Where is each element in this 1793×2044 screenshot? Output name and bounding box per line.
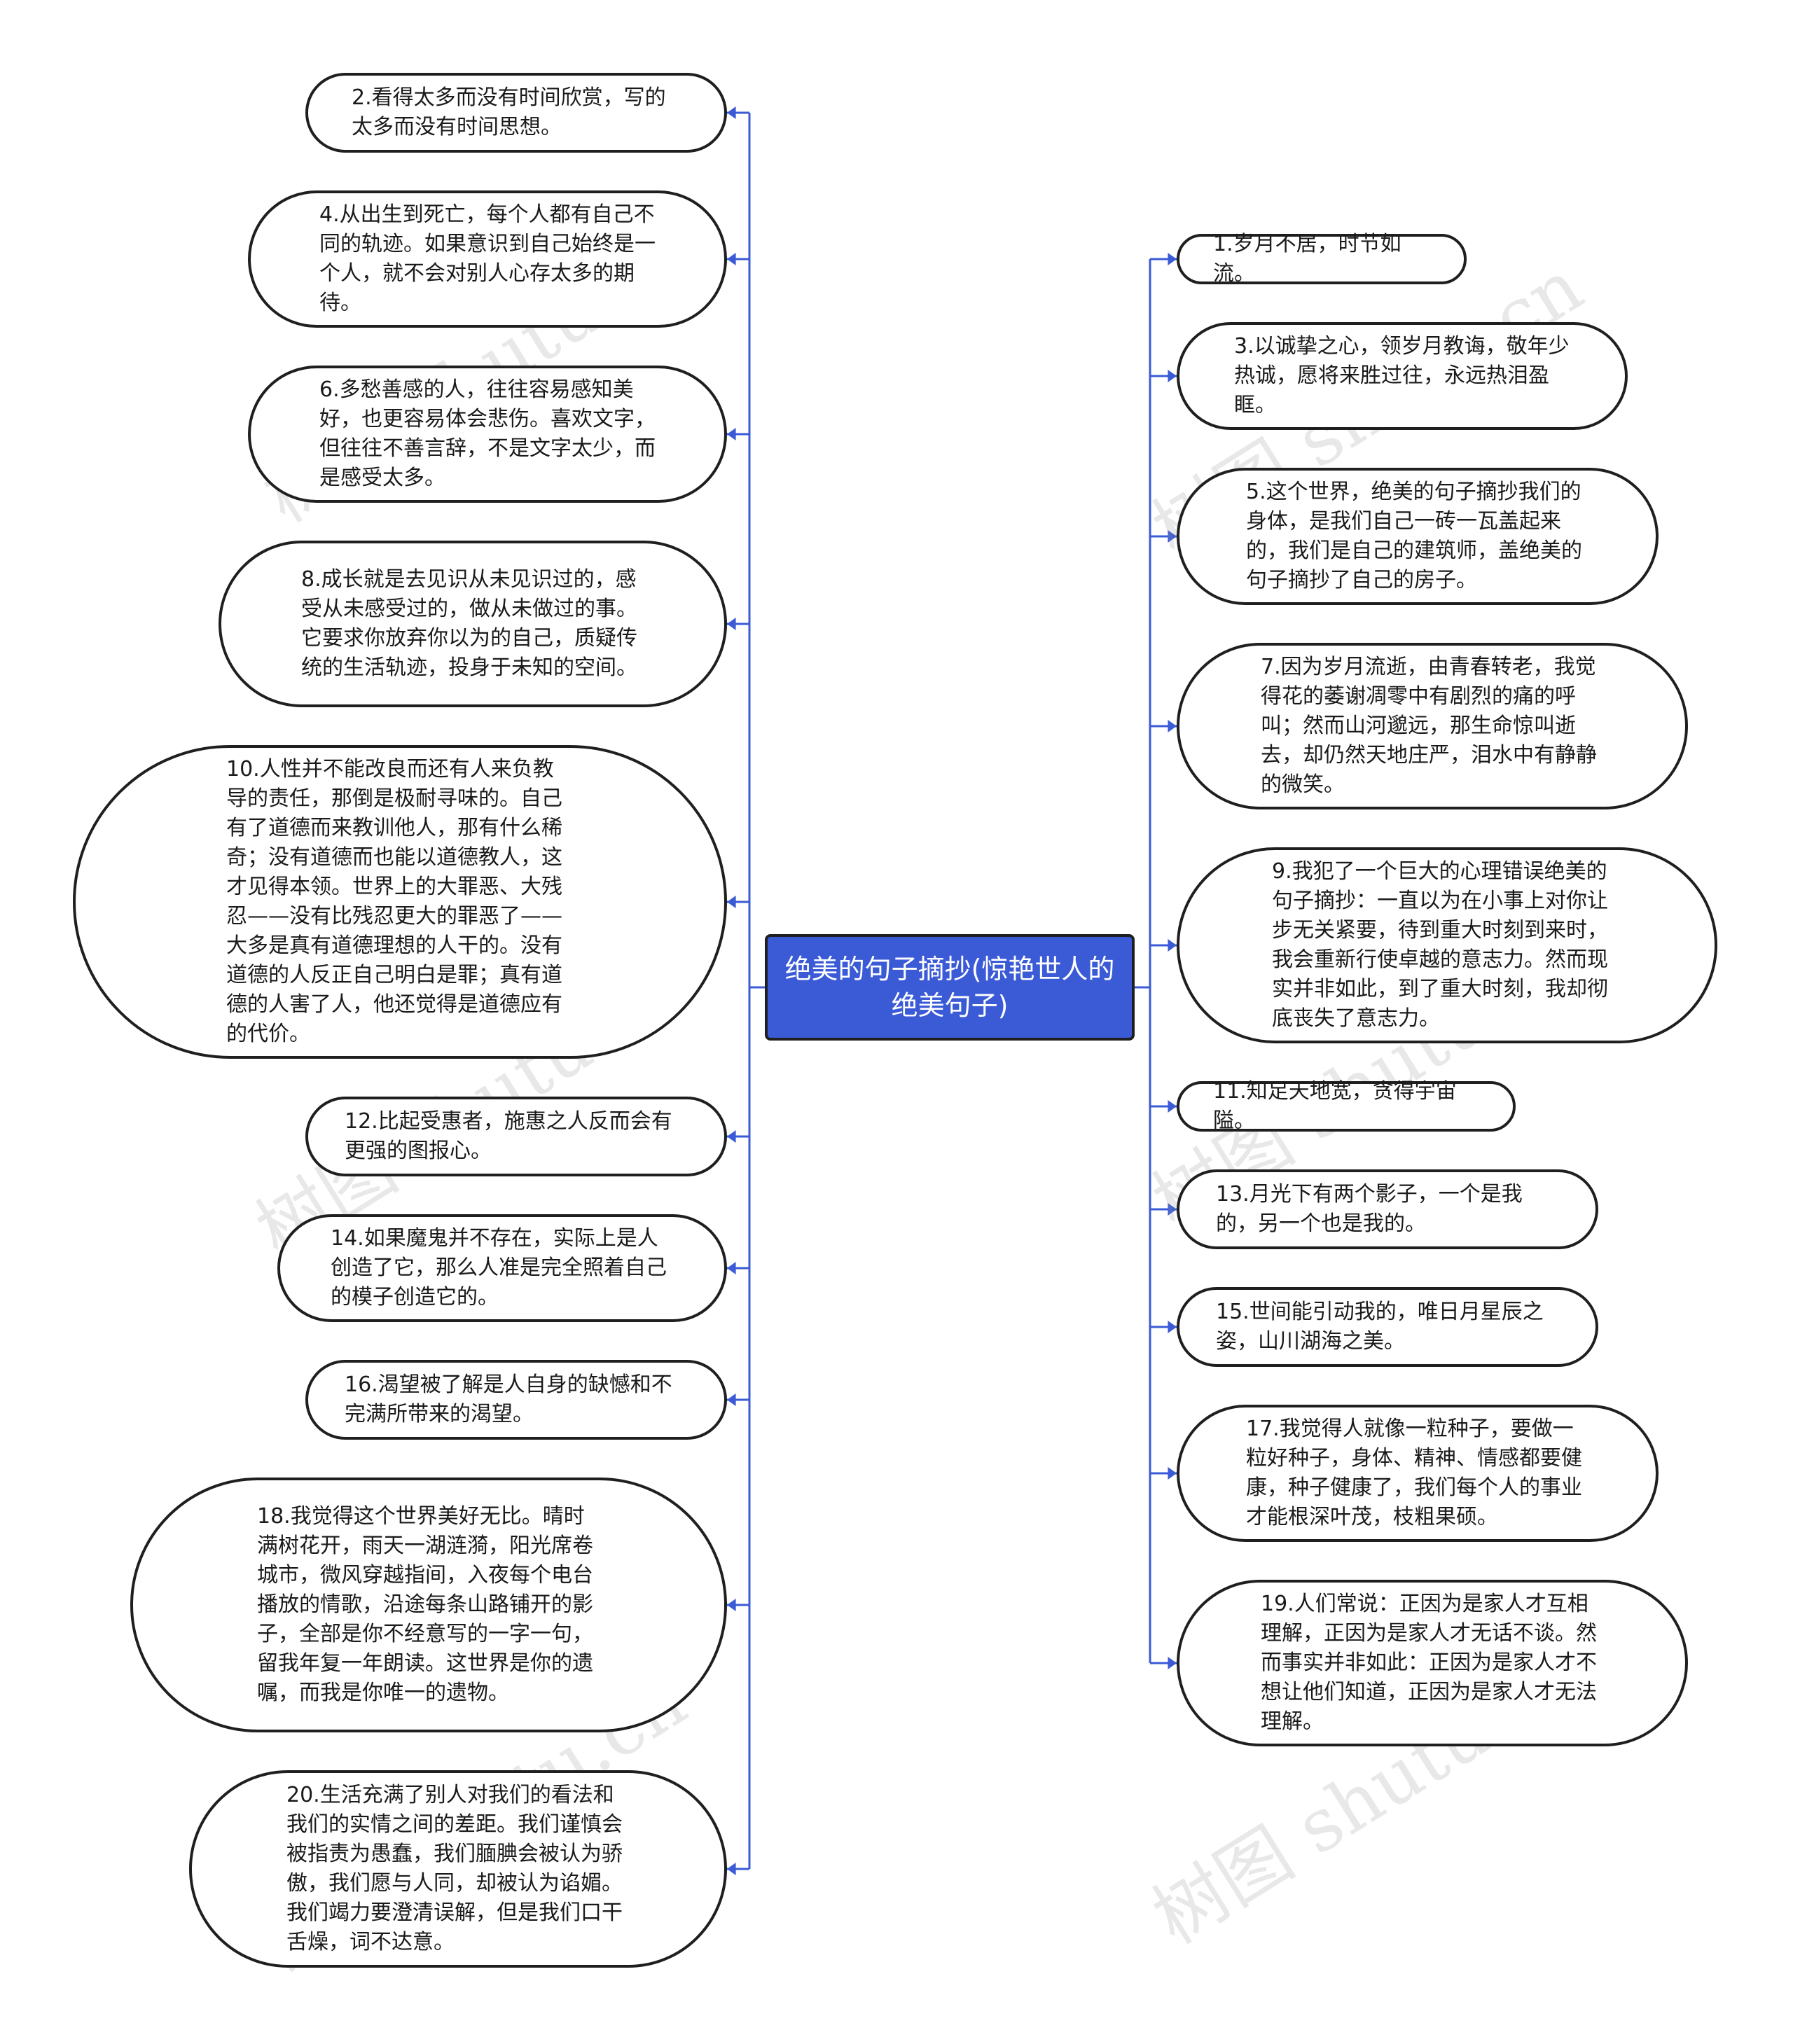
connector-arrowhead: [1168, 1657, 1177, 1669]
branch-node-14[interactable]: 14.如果魔鬼并不存在，实际上是人创造了它，那么人准是完全照着自己的模子创造它的…: [277, 1214, 727, 1322]
connector-arrowhead: [727, 896, 736, 908]
branch-node-15[interactable]: 15.世间能引动我的，唯日月星辰之姿，山川湖海之美。: [1177, 1287, 1598, 1367]
branch-node-text: 20.生活充满了别人对我们的看法和我们的实情之间的差距。我们谨慎会被指责为愚蠢，…: [286, 1783, 623, 1954]
branch-node-text: 9.我犯了一个巨大的心理错误绝美的句子摘抄：一直以为在小事上对你让步无关紧要，待…: [1272, 859, 1608, 1031]
branch-node-text: 7.因为岁月流逝，由青春转老，我觉得花的萎谢凋零中有剧烈的痛的呼叫；然而山河邈远…: [1261, 655, 1597, 797]
branch-node-7[interactable]: 7.因为岁月流逝，由青春转老，我觉得花的萎谢凋零中有剧烈的痛的呼叫；然而山河邈远…: [1177, 643, 1688, 809]
branch-node-text: 3.以诚挚之心，领岁月教诲，敬年少热诚，愿将来胜过往，永远热泪盈眶。: [1234, 334, 1570, 417]
branch-node-text: 2.看得太多而没有时间欣赏，写的太多而没有时间思想。: [352, 85, 666, 139]
branch-node-17[interactable]: 17.我觉得人就像一粒种子，要做一粒好种子，身体、精神、情感都要健康，种子健康了…: [1177, 1405, 1659, 1542]
connector-arrowhead: [1168, 720, 1177, 732]
branch-node-12[interactable]: 12.比起受惠者，施惠之人反而会有更强的图报心。: [305, 1097, 727, 1176]
branch-node-text: 19.人们常说：正因为是家人才互相理解，正因为是家人才无话不谈。然而事实并非如此…: [1261, 1592, 1597, 1734]
branch-node-18[interactable]: 18.我觉得这个世界美好无比。晴时满树花开，雨天一湖涟漪，阳光席卷城市，微风穿越…: [130, 1478, 727, 1732]
branch-node-20[interactable]: 20.生活充满了别人对我们的看法和我们的实情之间的差距。我们谨慎会被指责为愚蠢，…: [189, 1770, 727, 1968]
connector-arrowhead: [727, 106, 736, 119]
branch-node-13[interactable]: 13.月光下有两个影子，一个是我的，另一个也是我的。: [1177, 1169, 1598, 1249]
branch-node-4[interactable]: 4.从出生到死亡，每个人都有自己不同的轨迹。如果意识到自己始终是一个人，就不会对…: [248, 190, 727, 328]
branch-node-text: 12.比起受惠者，施惠之人反而会有更强的图报心。: [345, 1109, 672, 1163]
branch-node-text: 1.岁月不居，时节如流。: [1213, 232, 1401, 286]
branch-node-text: 13.月光下有两个影子，一个是我的，另一个也是我的。: [1216, 1182, 1523, 1236]
branch-node-3[interactable]: 3.以诚挚之心，领岁月教诲，敬年少热诚，愿将来胜过往，永远热泪盈眶。: [1177, 322, 1628, 430]
branch-node-text: 8.成长就是去见识从未见识过的，感受从未感受过的，做从未做过的事。它要求你放弃你…: [301, 567, 637, 680]
connector-arrowhead: [727, 1262, 736, 1274]
branch-node-text: 15.世间能引动我的，唯日月星辰之姿，山川湖海之美。: [1216, 1300, 1544, 1354]
connector-arrowhead: [1168, 530, 1177, 543]
connector-arrowhead: [1168, 1321, 1177, 1333]
connector-arrowhead: [1168, 253, 1177, 265]
branch-node-text: 16.渴望被了解是人自身的缺憾和不完满所带来的渴望。: [345, 1372, 672, 1426]
branch-node-2[interactable]: 2.看得太多而没有时间欣赏，写的太多而没有时间思想。: [305, 73, 727, 153]
connector-arrowhead: [727, 1393, 736, 1406]
branch-node-11[interactable]: 11.知足天地宽，贪得宇宙隘。: [1177, 1079, 1516, 1133]
connector-arrowhead: [1168, 1100, 1177, 1113]
branch-node-text: 17.我觉得人就像一粒种子，要做一粒好种子，身体、精神、情感都要健康，种子健康了…: [1246, 1417, 1582, 1529]
connector-arrowhead: [727, 1130, 736, 1143]
branch-node-text: 4.从出生到死亡，每个人都有自己不同的轨迹。如果意识到自己始终是一个人，就不会对…: [319, 202, 656, 315]
branch-node-5[interactable]: 5.这个世界，绝美的句子摘抄我们的身体，是我们自己一砖一瓦盖起来的，我们是自己的…: [1177, 468, 1659, 605]
branch-node-text: 5.这个世界，绝美的句子摘抄我们的身体，是我们自己一砖一瓦盖起来的，我们是自己的…: [1246, 480, 1582, 592]
central-topic[interactable]: 绝美的句子摘抄(惊艳世人的绝美句子): [765, 934, 1135, 1041]
branch-node-6[interactable]: 6.多愁善感的人，往往容易感知美好，也更容易体会悲伤。喜欢文字，但往往不善言辞，…: [248, 366, 727, 503]
branch-node-text: 11.知足天地宽，贪得宇宙隘。: [1213, 1079, 1457, 1133]
connector-arrowhead: [727, 1863, 736, 1875]
connector-arrowhead: [727, 1599, 736, 1611]
branch-node-text: 14.如果魔鬼并不存在，实际上是人创造了它，那么人准是完全照着自己的模子创造它的…: [331, 1226, 667, 1309]
branch-node-1[interactable]: 1.岁月不居，时节如流。: [1177, 232, 1467, 286]
connector-arrowhead: [1168, 1203, 1177, 1216]
branch-node-19[interactable]: 19.人们常说：正因为是家人才互相理解，正因为是家人才无话不谈。然而事实并非如此…: [1177, 1580, 1688, 1746]
connector-arrowhead: [1168, 370, 1177, 382]
branch-node-16[interactable]: 16.渴望被了解是人自身的缺憾和不完满所带来的渴望。: [305, 1360, 727, 1440]
connector-arrowhead: [727, 428, 736, 440]
branch-node-text: 18.我觉得这个世界美好无比。晴时满树花开，雨天一湖涟漪，阳光席卷城市，微风穿越…: [257, 1504, 593, 1705]
connector-arrowhead: [1168, 939, 1177, 952]
connector-arrowhead: [1168, 1467, 1177, 1480]
branch-node-text: 10.人性并不能改良而还有人来负教导的责任，那倒是极耐寻味的。自己有了道德而来教…: [226, 757, 562, 1046]
connector-arrowhead: [727, 253, 736, 265]
central-topic-label: 绝美的句子摘抄(惊艳世人的绝美句子): [784, 954, 1115, 1021]
branch-node-10[interactable]: 10.人性并不能改良而还有人来负教导的责任，那倒是极耐寻味的。自己有了道德而来教…: [73, 745, 727, 1059]
branch-node-text: 6.多愁善感的人，往往容易感知美好，也更容易体会悲伤。喜欢文字，但往往不善言辞，…: [319, 377, 656, 490]
connector-arrowhead: [727, 618, 736, 630]
branch-node-8[interactable]: 8.成长就是去见识从未见识过的，感受从未感受过的，做从未做过的事。它要求你放弃你…: [219, 541, 727, 707]
branch-node-9[interactable]: 9.我犯了一个巨大的心理错误绝美的句子摘抄：一直以为在小事上对你让步无关紧要，待…: [1177, 847, 1717, 1043]
